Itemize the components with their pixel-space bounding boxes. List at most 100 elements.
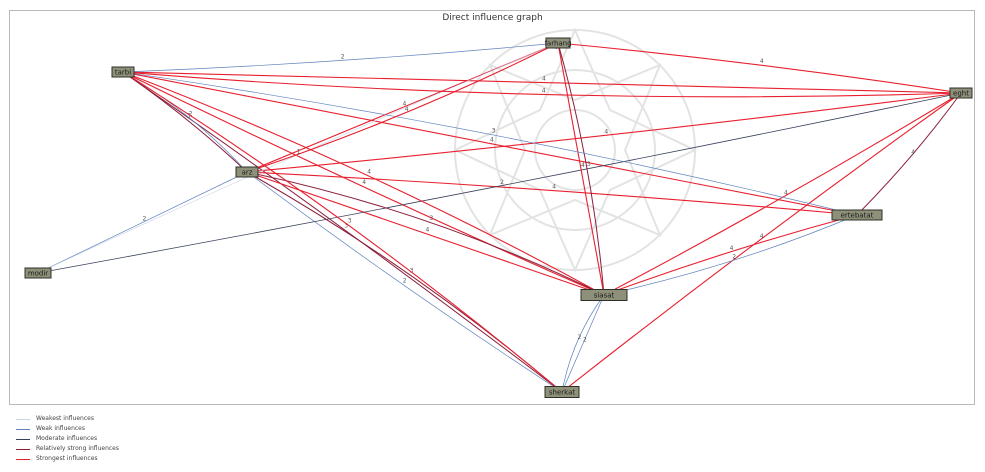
edge-mid-to-right xyxy=(246,171,859,218)
edge-tl-to-mid xyxy=(122,71,248,173)
edge-label: 4 xyxy=(426,227,430,234)
node-bc[interactable]: siasat xyxy=(580,289,628,301)
edge-mid-to-tr xyxy=(246,90,963,173)
edge-bot-to-tl xyxy=(122,71,563,393)
node-box xyxy=(24,267,52,279)
node-box xyxy=(544,386,580,398)
edge-label: 4 xyxy=(405,106,409,113)
edge-label: 4 xyxy=(552,184,556,191)
node-label: sherkat xyxy=(549,389,575,397)
edge-label: 4 xyxy=(403,101,407,108)
edge-tl-to-bc xyxy=(122,71,605,296)
node-label: farhang xyxy=(544,40,571,48)
edge-label: 3 xyxy=(587,161,591,168)
edge-label: 4 xyxy=(542,87,546,94)
edge-label: 2 xyxy=(583,337,587,344)
node-left[interactable]: modir xyxy=(24,267,52,279)
edge-label: 2 xyxy=(577,334,581,341)
edge-label: 2 xyxy=(403,277,407,284)
edge-tl-to-right xyxy=(122,71,859,218)
edge-bc-to-top xyxy=(555,41,605,296)
node-mid[interactable]: arz xyxy=(235,166,259,178)
legend-swatch xyxy=(16,458,30,460)
edge-right-to-bc xyxy=(603,214,858,297)
edge-tl-to-bot xyxy=(122,71,563,393)
node-label: siasat xyxy=(594,292,615,300)
legend-swatch xyxy=(16,428,30,430)
legend-swatch xyxy=(16,448,30,450)
node-top[interactable]: farhang xyxy=(544,37,572,49)
edge-label: 2 xyxy=(341,53,345,60)
edge-left-to-mid xyxy=(37,171,248,274)
node-label: modir xyxy=(28,270,48,278)
edge-left-to-tr xyxy=(37,91,962,274)
edge-label: 3 xyxy=(344,223,348,230)
edge-top-to-mid xyxy=(245,42,559,174)
legend-item-weak: Weak influences xyxy=(16,424,119,434)
node-bot[interactable]: sherkat xyxy=(544,386,580,398)
legend-swatch xyxy=(16,418,30,420)
edge-label: 3 xyxy=(187,113,191,120)
node-box xyxy=(949,87,973,99)
edge-label: 4 xyxy=(604,128,608,135)
edge-label: 2 xyxy=(732,254,736,261)
edge-tl-to-bc xyxy=(122,71,606,296)
legend-label: Strongest influences xyxy=(36,455,98,462)
edge-mid-to-bc xyxy=(246,171,605,296)
edge-mid-to-bot xyxy=(246,171,563,393)
node-right[interactable]: ertebatat xyxy=(831,209,883,221)
edge-label: 4 xyxy=(784,190,788,197)
edge-label: 1 xyxy=(297,148,301,155)
edge-label: 4 xyxy=(911,149,915,156)
legend-item-moderate: Moderate influences xyxy=(16,434,119,444)
legend-label: Moderate influences xyxy=(36,435,98,442)
edge-label: 4 xyxy=(367,168,371,175)
node-label: tarbi xyxy=(115,69,131,77)
edge-tr-to-tl xyxy=(121,69,962,98)
edge-label: 4 xyxy=(581,162,585,169)
node-box xyxy=(235,166,259,178)
edge-bot-to-tr xyxy=(561,92,962,393)
edge-label: 4 xyxy=(730,245,734,252)
edge-label: 3 xyxy=(429,215,433,222)
node-box xyxy=(831,209,883,221)
node-box xyxy=(580,289,628,301)
edge-tl-to-tr xyxy=(122,71,963,97)
edge-mid-to-tl xyxy=(122,71,248,173)
node-box xyxy=(111,66,135,78)
edge-label: 4 xyxy=(490,137,494,144)
edge-label: 4 xyxy=(760,233,764,240)
legend-label: Relatively strong influences xyxy=(36,445,119,452)
edge-label: 3 xyxy=(492,128,496,135)
edge-top-to-bc xyxy=(557,42,607,296)
edge-right-to-tl xyxy=(122,70,858,216)
node-label: eght xyxy=(953,90,969,98)
legend-label: Weak influences xyxy=(36,425,85,432)
node-tl[interactable]: tarbi xyxy=(111,66,135,78)
edge-label: 2 xyxy=(143,216,147,223)
edge-label: 4 xyxy=(362,179,366,186)
node-tr[interactable]: eght xyxy=(949,87,973,99)
graph-title: Direct influence graph xyxy=(442,13,543,23)
edge-top-to-tr xyxy=(557,42,963,96)
legend-item-strongest: Strongest influences xyxy=(16,454,119,464)
nodes-layer: farhang eght tarbi arz ertebatat modir siasat s… xyxy=(24,37,973,398)
edge-label: 3 xyxy=(348,218,352,225)
edge-label: 2 xyxy=(500,179,504,186)
legend-label: Weakest influences xyxy=(36,415,94,422)
legend-swatch xyxy=(16,438,30,440)
edge-tl-to-top xyxy=(122,41,559,73)
edge-bot-to-bc xyxy=(561,294,605,393)
node-box xyxy=(545,37,571,49)
node-label: arz xyxy=(242,169,253,177)
edge-bc-to-bot xyxy=(561,294,605,393)
edge-label: 4 xyxy=(760,58,764,65)
legend-item-relatively_strong: Relatively strong influences xyxy=(16,444,119,454)
edge-bc-to-right xyxy=(603,213,859,296)
edge-label: 3 xyxy=(410,268,414,275)
edge-mid-to-bc xyxy=(246,171,606,297)
edge-tr-to-right xyxy=(856,92,962,216)
